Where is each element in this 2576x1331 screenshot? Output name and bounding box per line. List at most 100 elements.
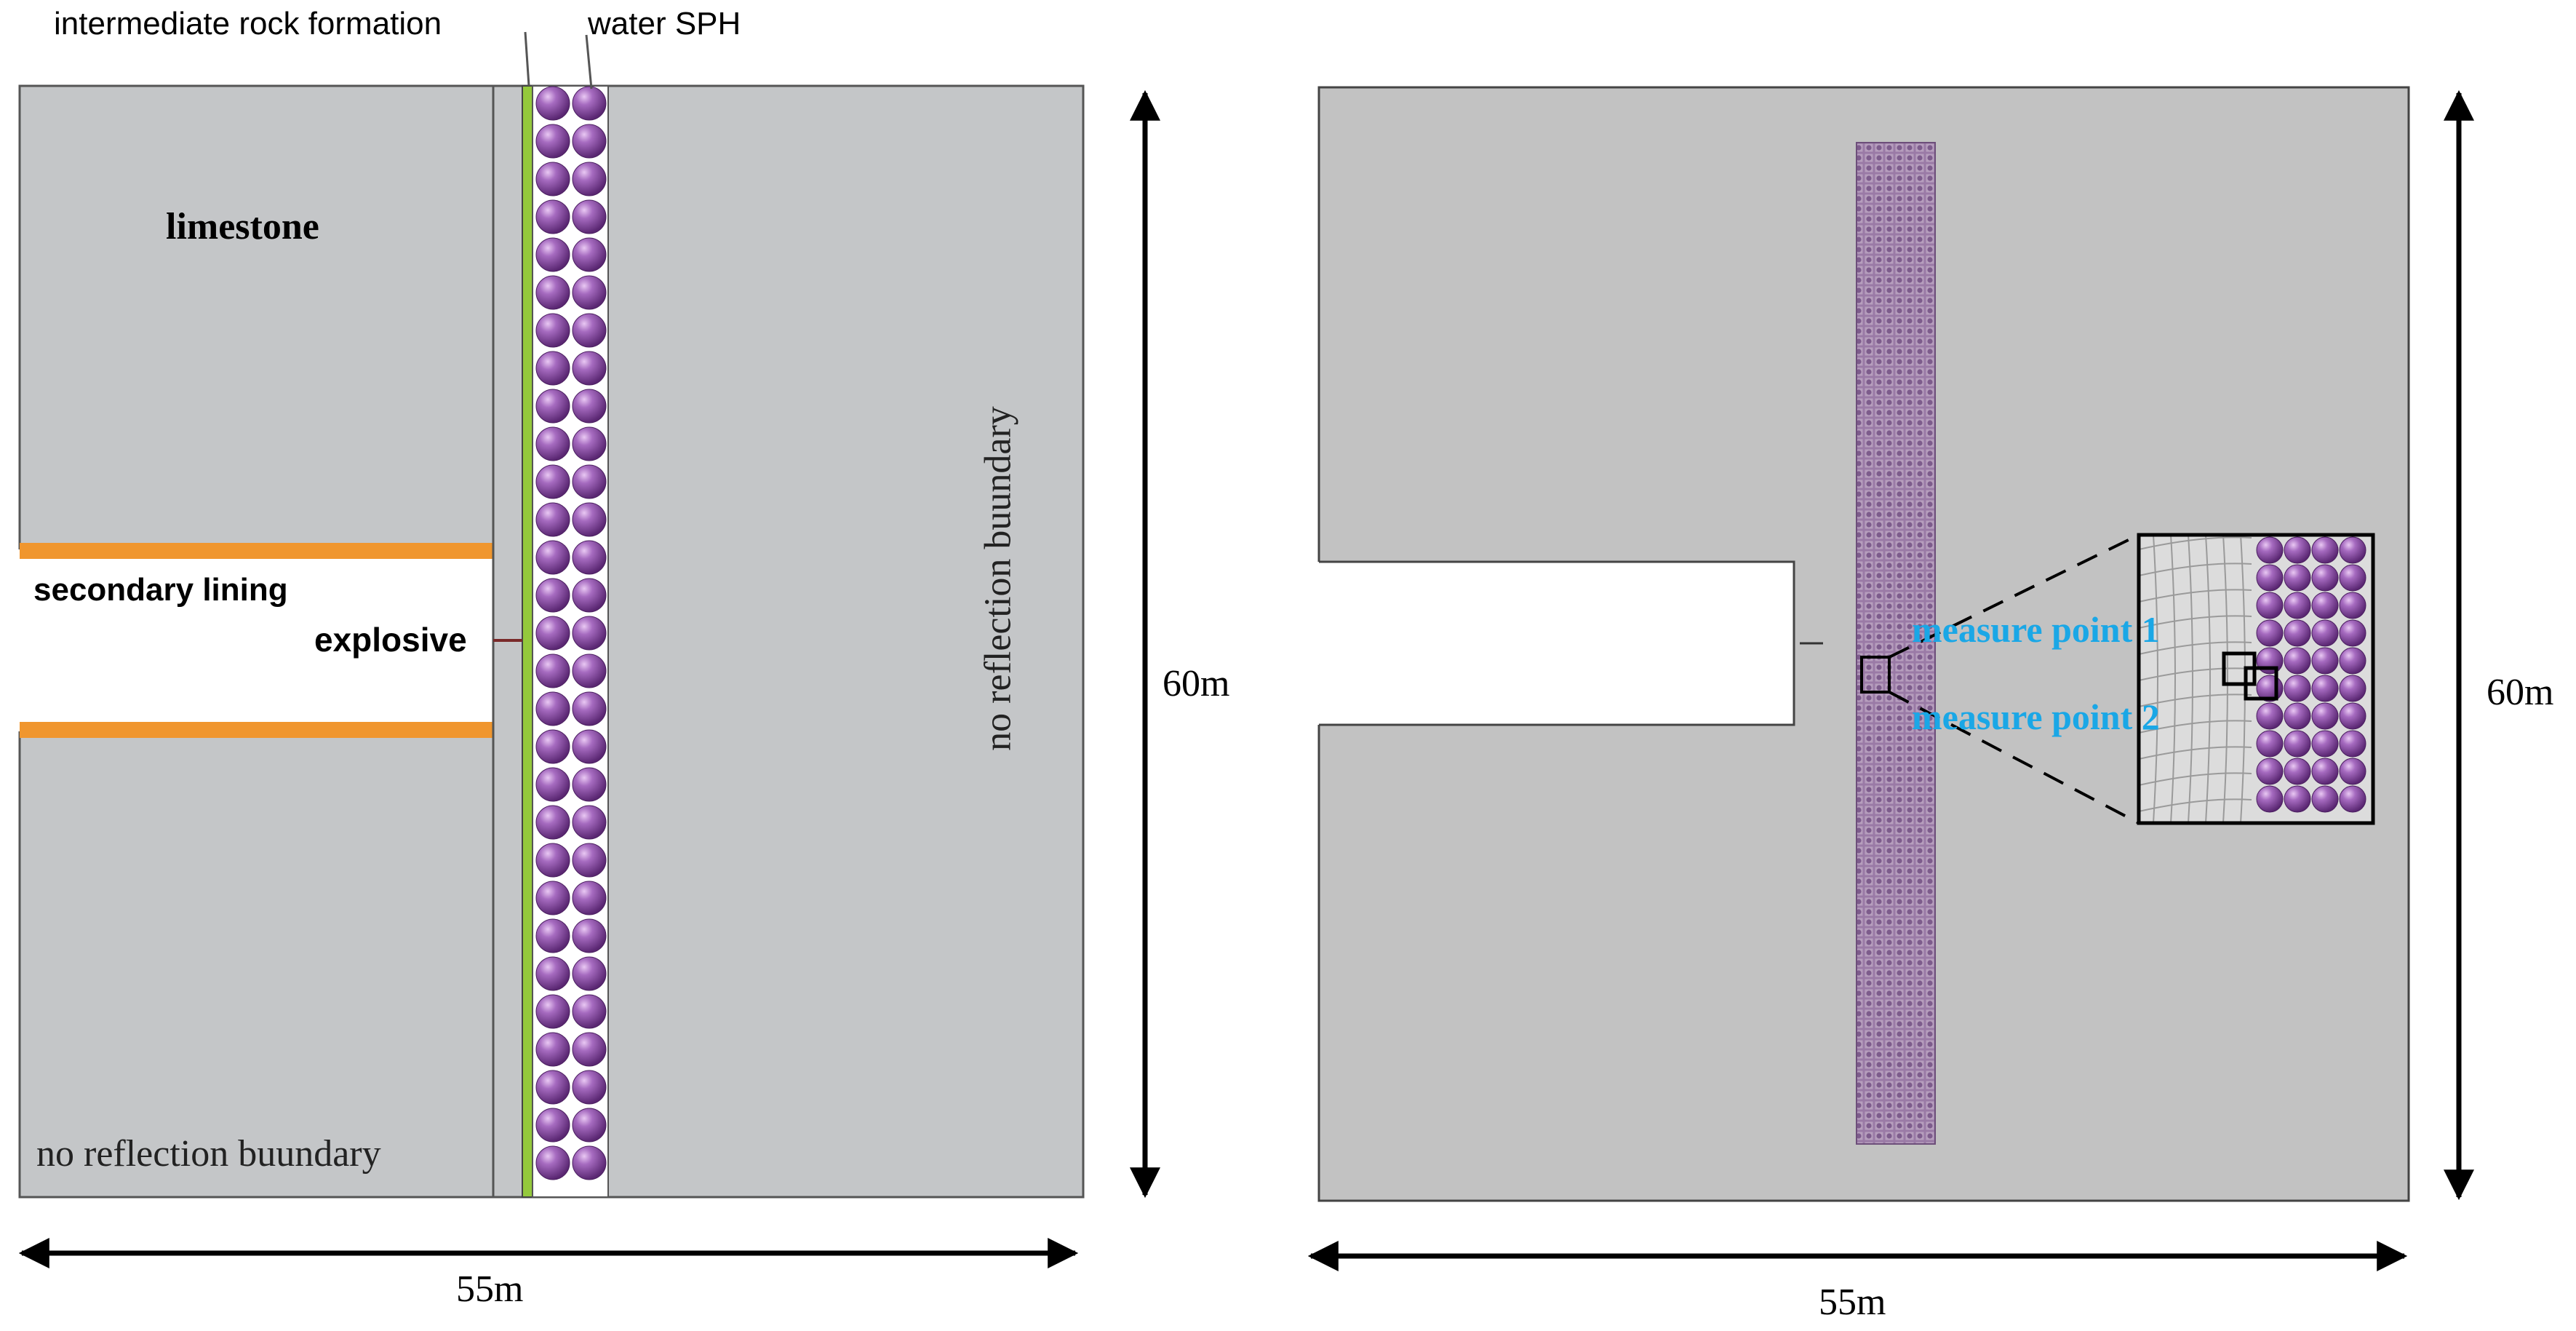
inset-sph-particle (2256, 730, 2284, 758)
inset-grid-line (2139, 563, 2252, 576)
sph-particle (535, 578, 570, 613)
inset-sph-particle (2311, 730, 2339, 758)
inset-grid-line (2139, 720, 2252, 734)
sph-particle (535, 729, 570, 764)
sph-particle (572, 653, 607, 688)
zoom-dash-bottom (1889, 691, 2140, 825)
inset-sph-particle (2311, 758, 2339, 785)
sph-particle (572, 578, 607, 613)
measure-zoom-box (1860, 656, 1891, 694)
sph-particle (572, 843, 607, 878)
label-left-height: 60m (1163, 663, 1230, 704)
sph-particle (572, 1032, 607, 1067)
sph-particle (535, 389, 570, 424)
sph-particle (535, 691, 570, 726)
tunnel-opening (15, 549, 493, 731)
inset-sph-particle (2339, 647, 2366, 675)
sph-particle (535, 275, 570, 310)
mesh-column (1856, 142, 1936, 1145)
sph-particle (572, 729, 607, 764)
sph-particle (572, 86, 607, 121)
sph-particle (572, 313, 607, 348)
inset-sph-particle (2339, 619, 2366, 647)
sph-particle (572, 275, 607, 310)
tunnel-opening-right (1315, 562, 1794, 725)
inset-sph-particle (2256, 564, 2284, 592)
inset-sph-particle (2339, 758, 2366, 785)
sph-particle (572, 237, 607, 272)
inset-grid-line (2139, 746, 2252, 760)
inset-sph-particle (2284, 758, 2311, 785)
sph-particle (535, 994, 570, 1029)
inset-grid-line (2205, 535, 2211, 823)
label-measure-point-1: measure point 1 (1912, 609, 2160, 650)
sph-particle (535, 653, 570, 688)
water-sph-particles (535, 86, 607, 1180)
zoom-inset (2137, 533, 2375, 825)
sph-particle (572, 540, 607, 575)
inset-sph-particles (2256, 536, 2366, 813)
secondary-lining-bottom (20, 722, 493, 738)
sph-particle (572, 691, 607, 726)
inset-sph-particle (2311, 592, 2339, 619)
inset-sph-particle (2256, 647, 2284, 675)
inset-grid-line (2188, 535, 2193, 823)
sph-particle (535, 1032, 570, 1067)
inset-sph-particle (2339, 785, 2366, 813)
sph-particle (572, 767, 607, 802)
inset-grid-line (2139, 694, 2252, 707)
sph-particle (535, 956, 570, 991)
secondary-lining-top (20, 543, 493, 559)
label-secondary-lining: secondary lining (33, 572, 288, 608)
sph-particle (535, 1070, 570, 1105)
sph-particle (572, 124, 607, 159)
sph-particle (572, 389, 607, 424)
sph-particle (535, 805, 570, 840)
right-panel (1307, 86, 2474, 1271)
sph-particle (535, 237, 570, 272)
sph-particle (572, 918, 607, 953)
sph-particle (535, 616, 570, 651)
inset-sph-particle (2311, 564, 2339, 592)
zoom-dash-top (1889, 533, 2140, 659)
sph-particle (572, 881, 607, 915)
inset-grid-line (2139, 641, 2252, 655)
sph-particle (535, 881, 570, 915)
sph-particle (572, 956, 607, 991)
water-leader-line (585, 34, 593, 90)
sph-particle (535, 313, 570, 348)
inset-sph-particle (2339, 592, 2366, 619)
inset-grid-line (2153, 535, 2158, 823)
inset-mesh-grid (2139, 535, 2252, 823)
inset-sph-particle (2256, 785, 2284, 813)
label-intermediate-rock-formation: intermediate rock formation (54, 6, 442, 41)
inset-sph-particle (2311, 647, 2339, 675)
inset-sph-particle (2311, 619, 2339, 647)
inset-sph-particle (2284, 702, 2311, 730)
inset-sph-particle (2284, 647, 2311, 675)
label-measure-point-2: measure point 2 (1912, 696, 2160, 737)
inset-sph-particle (2284, 592, 2311, 619)
inset-sph-particle (2284, 730, 2311, 758)
sph-particle (535, 464, 570, 499)
inset-sph-particle (2339, 730, 2366, 758)
inset-sph-particle (2256, 758, 2284, 785)
sph-particle (535, 502, 570, 537)
inset-sph-particle (2284, 785, 2311, 813)
inset-sph-particle (2339, 564, 2366, 592)
sph-particle (535, 540, 570, 575)
label-no-reflection-boundary-right: no reflection buundary (977, 406, 1019, 751)
sph-particle (572, 1145, 607, 1180)
label-explosive: explosive (314, 621, 467, 659)
sph-particle (572, 426, 607, 461)
label-limestone: limestone (166, 206, 319, 247)
intermediate-leader-line (524, 31, 530, 87)
inset-grid-line (2139, 772, 2252, 786)
sph-particle (535, 162, 570, 196)
sph-particle (572, 502, 607, 537)
sph-particle (572, 1070, 607, 1105)
sph-particle (535, 918, 570, 953)
label-left-width: 55m (456, 1268, 524, 1310)
sph-particle (535, 843, 570, 878)
